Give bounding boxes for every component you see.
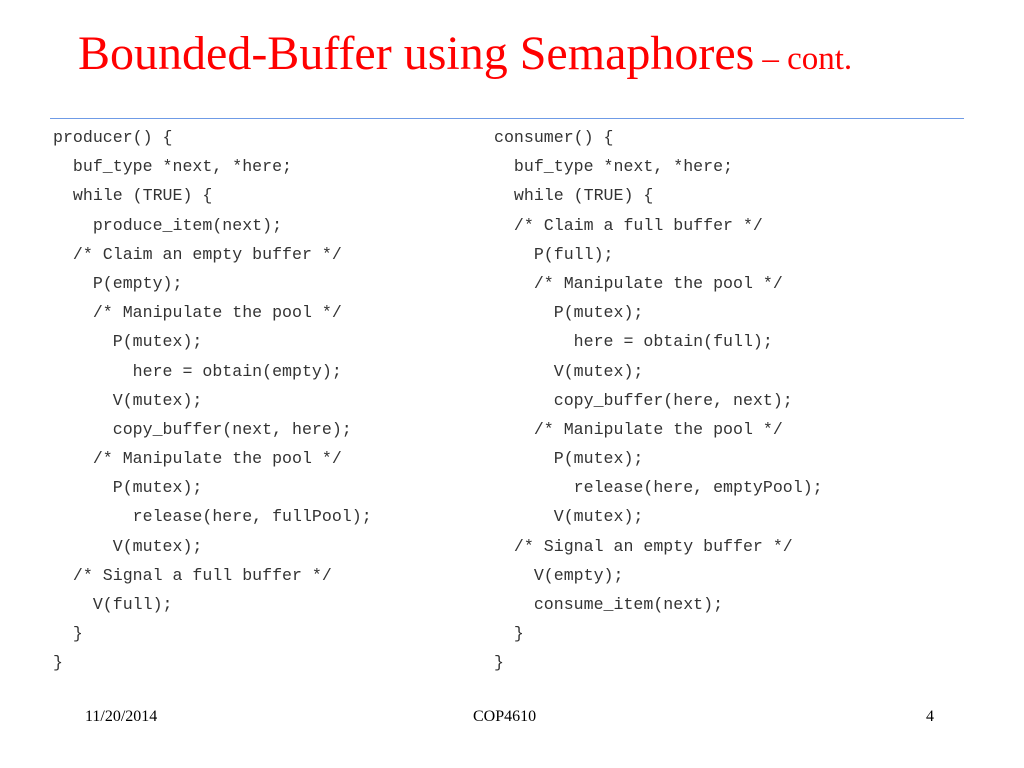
slide-title-main: Bounded-Buffer using Semaphores [78,27,755,80]
consumer-code-line: consume_item(next); [494,595,724,614]
producer-code-line: copy_buffer(next, here); [53,419,352,439]
consumer-code-line: /* Manipulate the pool */ [494,273,783,293]
producer-code-line: /* Signal a full buffer */ [53,565,332,585]
consumer-code-line: P(mutex); [494,303,644,323]
producer-code-line: } [53,653,63,673]
producer-code-line: produce_item(next); [53,215,283,235]
producer-code-line: buf_type *next, *here; [53,157,292,177]
producer-code-line: P(empty); [53,273,183,293]
producer-code-line: release(here, fullPool); [53,507,372,527]
consumer-code-line: /* Signal an empty buffer */ [494,536,793,556]
consumer-code-line: V(mutex); [494,361,644,381]
consumer-code-line: while (TRUE) { [494,186,654,206]
consumer-code-line: release(here, emptyPool); [494,478,823,498]
consumer-code-line: P(mutex); [494,449,644,469]
consumer-code-line: /* Claim a full buffer */ [494,215,763,235]
producer-code-line: } [53,624,83,644]
producer-code-line: here = obtain(empty); [53,361,342,381]
producer-code-line: /* Manipulate the pool */ [53,449,342,469]
consumer-code-line: consumer() { [494,128,614,147]
footer-date: 11/20/2014 [85,708,158,725]
consumer-code-line: copy_buffer(here, next); [494,390,793,410]
footer-page-number: 4 [926,708,934,725]
consumer-code-line: } [494,624,524,644]
footer-course: COP4610 [473,708,537,725]
slide-title: Bounded-Buffer using Semaphores – cont. [78,30,852,78]
producer-code-line: producer() { [53,128,173,147]
producer-code-line: V(mutex); [53,536,203,556]
consumer-code-block: consumer() { buf_type *next, *here; whil… [494,123,823,678]
consumer-code-line: /* Manipulate the pool */ [494,419,783,439]
consumer-code-line: } [494,653,504,673]
consumer-code-line: buf_type *next, *here; [494,157,733,177]
producer-code-line: /* Manipulate the pool */ [53,303,342,323]
producer-code-line: V(mutex); [53,390,203,410]
producer-code-block: producer() { buf_type *next, *here; whil… [53,123,372,678]
producer-code-line: P(mutex); [53,478,203,498]
title-divider [50,118,964,119]
consumer-code-line: here = obtain(full); [494,332,773,352]
consumer-code-line: V(mutex); [494,507,644,527]
producer-code-line: /* Claim an empty buffer */ [53,244,342,264]
producer-code-line: P(mutex); [53,332,203,352]
consumer-code-line: P(full); [494,244,614,264]
producer-code-line: while (TRUE) { [53,186,213,206]
consumer-code-line: V(empty); [494,565,624,585]
producer-code-line: V(full); [53,595,173,614]
slide-title-suffix: – cont. [762,41,853,77]
